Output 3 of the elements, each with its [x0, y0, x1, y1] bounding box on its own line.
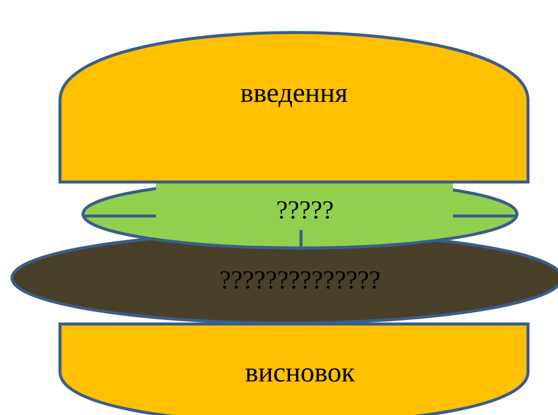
bottom-bun: висновок — [58, 322, 530, 415]
lettuce-layer: ????? — [82, 178, 518, 250]
top-bun: введення — [58, 31, 530, 184]
